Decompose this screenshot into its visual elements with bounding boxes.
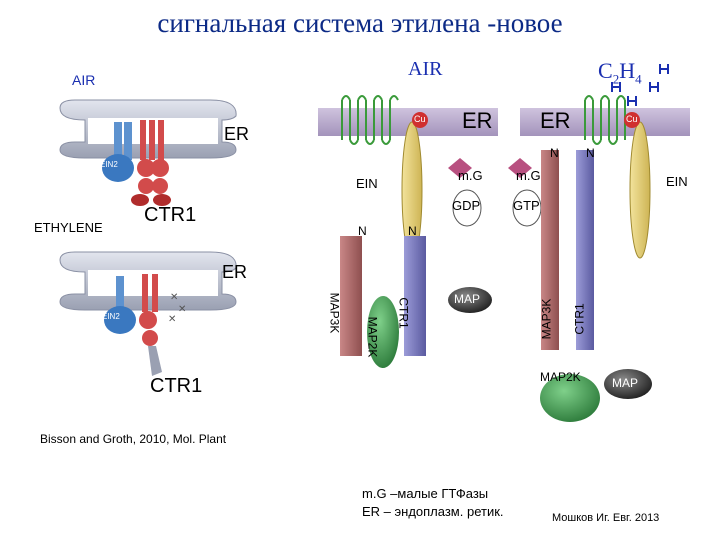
mg-label-right: m.G: [516, 168, 541, 183]
map-oval-left: [448, 287, 492, 313]
svg-text:✕: ✕: [178, 304, 186, 315]
ctr1-released-kinase: [148, 346, 162, 376]
map3k-label-left: MAP3K: [327, 292, 342, 334]
receptor-dimer-top: [137, 120, 169, 194]
gdp-oval: [452, 189, 482, 227]
ein2-protein-bottom: [104, 276, 136, 334]
ctr1-bar-left: [404, 236, 426, 356]
map2k-label-right: MAP2K: [540, 370, 581, 384]
author-credit: Мошков Иг. Евг. 2013: [552, 512, 660, 524]
ethylene-molecules-bottom: ✕✕✕: [168, 292, 186, 325]
gtp-label: GTP: [513, 198, 540, 213]
ein2-label-top: EIN2: [100, 160, 118, 169]
cu-site-right: [624, 112, 640, 128]
svg-text:✕: ✕: [170, 292, 178, 303]
cu-label-right: Cu: [626, 114, 638, 124]
ctr1-label-right-right: CTR1: [572, 303, 587, 335]
ctr1-bar-right: [576, 150, 594, 350]
map2k-label-left: MAP2K: [365, 316, 380, 358]
mg-diamond-left: [448, 158, 472, 178]
map-oval-right: [604, 369, 652, 399]
legend-line-1: m.G –малые ГТФазы: [362, 486, 489, 501]
ein2-label-bottom: EIN2: [102, 312, 120, 321]
citation: Bisson and Groth, 2010, Mol. Plant: [40, 432, 227, 446]
er-label-left-top: ER: [224, 124, 250, 144]
transmembrane-helices-left: [341, 95, 399, 145]
ethylene-label: ETHYLENE: [34, 220, 103, 235]
n-terminus-right-1: N: [550, 146, 559, 160]
ctr1-label-left-bottom: CTR1: [150, 375, 203, 397]
cu-site-left: [412, 112, 428, 128]
map-label-left: MAP: [454, 292, 481, 306]
ein-label-right: EIN: [666, 174, 688, 189]
air-label-left: AIR: [72, 72, 96, 88]
ein-label-left: EIN: [356, 176, 378, 191]
ctr1-kinase-top: [131, 194, 171, 206]
air-label-right: AIR: [408, 58, 443, 80]
ctr1-label-left-top: CTR1: [144, 204, 197, 226]
svg-text:✕: ✕: [168, 314, 176, 325]
n-terminus-left-2: N: [408, 224, 417, 238]
er-label-left-bottom: ER: [222, 262, 248, 282]
ein2-protein-top: [102, 122, 134, 182]
map3k-bar-left: [340, 236, 362, 356]
ethylene-icons: [611, 64, 669, 106]
map-label-right: MAP: [612, 376, 639, 390]
map2k-oval-left: [367, 296, 399, 368]
legend-line-2: ER – эндоплазм. ретик.: [362, 504, 504, 519]
mg-label-left: m.G: [458, 168, 483, 183]
ctr1-label-right-left: CTR1: [396, 297, 411, 329]
receptor-dimer-bottom: [139, 274, 158, 346]
slide-title: сигнальная система этилена -новое: [157, 8, 563, 38]
n-terminus-left-1: N: [358, 224, 367, 238]
er-label-right-left: ER: [462, 108, 493, 133]
left-top-illustration: [59, 99, 237, 206]
map3k-label-right: MAP3K: [539, 298, 554, 340]
n-terminus-right-2: N: [586, 146, 595, 160]
map3k-bar-right: [541, 150, 559, 350]
right-illustration: [318, 64, 690, 422]
cu-label-left: Cu: [414, 114, 426, 124]
mg-diamond-right: [508, 158, 532, 178]
gdp-label: GDP: [452, 198, 481, 213]
er-membrane-right-right: [520, 108, 690, 136]
ein-oval-right: [629, 121, 651, 259]
transmembrane-helices-right: [584, 95, 626, 145]
ethylene-formula: C2H4: [598, 58, 642, 87]
left-bottom-illustration: ✕✕✕: [59, 251, 237, 376]
er-label-right-right: ER: [540, 108, 571, 133]
map2k-oval-right: [540, 374, 600, 422]
